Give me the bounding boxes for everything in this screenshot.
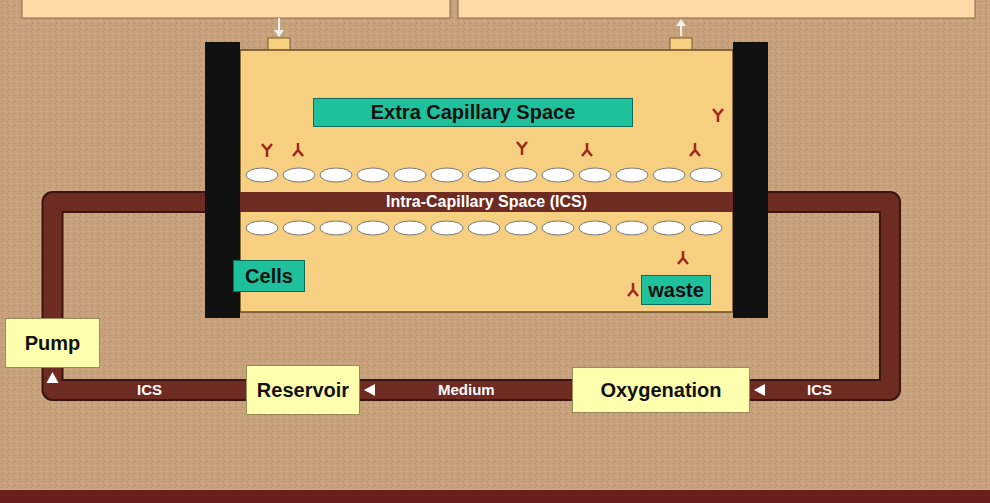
region-label: Cells [233, 260, 305, 292]
process-box: Pump [5, 318, 100, 368]
edge-label: ICS [134, 381, 165, 399]
node-text: Pump [25, 332, 81, 355]
region-label: waste [641, 275, 711, 305]
node-text: Intra-Capillary Space (ICS) [386, 193, 587, 211]
node-text: Extra Capillary Space [371, 101, 576, 124]
region-label: Extra Capillary Space [313, 98, 633, 127]
node-text: Cells [245, 265, 293, 288]
node-text: Oxygenation [600, 379, 721, 402]
node-text: waste [648, 279, 704, 302]
edge-label: Medium [435, 381, 498, 399]
node-text: Reservoir [257, 379, 349, 402]
edge-label: ICS [804, 381, 835, 399]
channel-band: Intra-Capillary Space (ICS) [240, 192, 733, 212]
process-box: Oxygenation [572, 367, 750, 413]
process-box: Reservoir [246, 365, 360, 415]
